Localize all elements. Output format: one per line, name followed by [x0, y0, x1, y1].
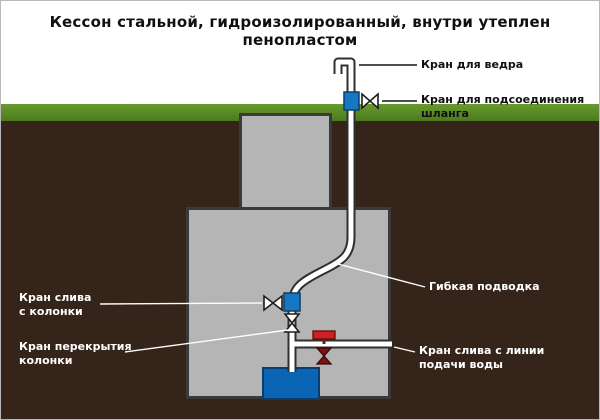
caisson-neck [239, 113, 332, 210]
leader-shutoff-tap [124, 329, 289, 353]
line-drain-valve-icon [315, 347, 333, 357]
grass-strip [1, 104, 599, 121]
label-bucket-tap: Кран для ведра [421, 58, 524, 71]
diagram-title: Кессон стальной, гидроизолированный, вну… [49, 13, 551, 49]
column-drain-valve-icon [271, 294, 283, 312]
riser-pipe [287, 57, 356, 372]
column-drain-valve-body-icon [283, 292, 301, 312]
label-hose-tap: Кран для подсоединения шланга [421, 93, 585, 121]
line-drain-valve-handle-icon [312, 330, 336, 340]
leader-line-drain-tap [393, 346, 416, 353]
hose-valve-icon [361, 92, 372, 110]
pump-unit [262, 367, 320, 400]
shutoff-valve-icon [283, 313, 301, 325]
label-column-drain-tap: Кран слива с колонки [19, 291, 92, 319]
leader-flexible-hose [333, 262, 426, 288]
riser-pipe-fill [289, 59, 354, 372]
hose-valve-icon [368, 92, 379, 110]
leader-column-drain-tap [99, 302, 263, 305]
shutoff-valve-icon [283, 321, 301, 333]
sky-background [1, 1, 599, 104]
label-line-drain-tap: Кран слива с линии подачи воды [419, 344, 545, 372]
label-shutoff-tap: Кран перекрытия колонки [19, 340, 132, 368]
column-drain-valve-icon [263, 294, 275, 312]
label-flexible-hose: Гибкая подводка [429, 280, 540, 293]
hose-valve-body-icon [343, 91, 360, 111]
line-drain-valve-icon [315, 355, 333, 365]
